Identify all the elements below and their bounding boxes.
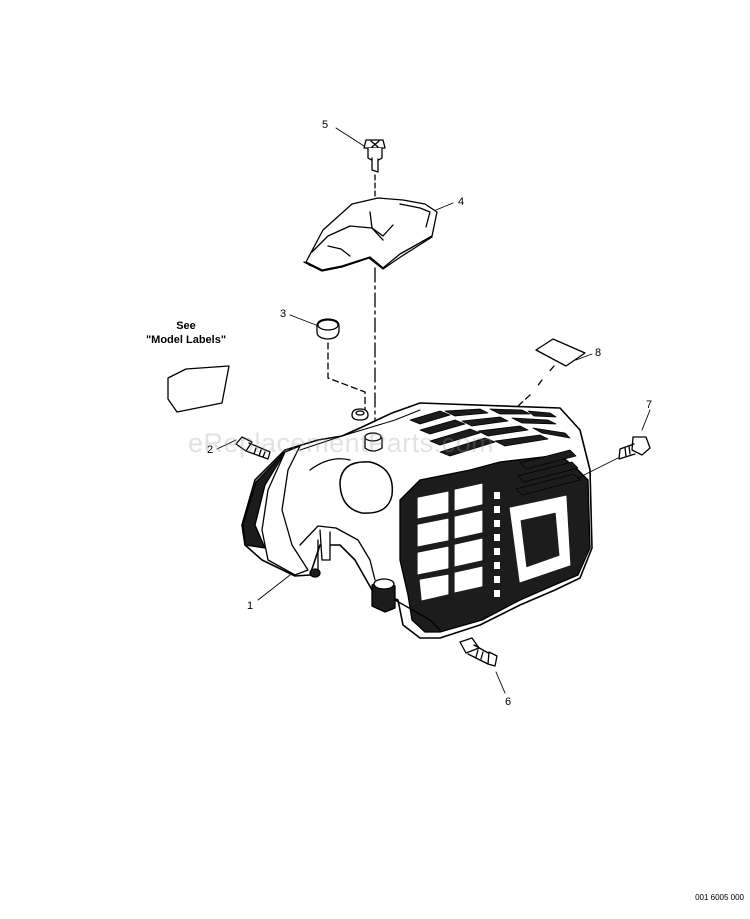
leader-7-upper xyxy=(641,409,651,431)
leader-6 xyxy=(495,671,506,694)
label-sheet-part-8 xyxy=(535,338,586,367)
top-cover-part-4 xyxy=(303,197,438,272)
callout-1: 1 xyxy=(247,600,254,612)
model-labels-note: See "Model Labels" xyxy=(116,319,256,347)
callout-4: 4 xyxy=(458,196,465,208)
callout-6: 6 xyxy=(505,696,512,708)
callout-8: 8 xyxy=(595,347,602,359)
leader-8 xyxy=(575,353,593,361)
model-label-card xyxy=(167,365,230,413)
plug-part-3 xyxy=(316,318,340,340)
leader-dashed-3 xyxy=(327,342,366,411)
note-line-1: See xyxy=(176,320,196,332)
bolt-part-2 xyxy=(235,436,271,460)
drawing-number: 001 6005 000 xyxy=(695,893,744,902)
note-line-2: "Model Labels" xyxy=(145,334,227,346)
callout-2: 2 xyxy=(207,444,214,456)
leader-7-lower xyxy=(577,457,619,479)
bolt-part-7 xyxy=(618,436,651,460)
leader-dashed-8 xyxy=(517,365,555,407)
leader-5 xyxy=(335,127,365,147)
watermark: eReplacementParts.com xyxy=(188,428,495,458)
callout-7: 7 xyxy=(646,399,653,411)
bolt-part-6 xyxy=(459,637,498,667)
leader-4 xyxy=(435,202,454,211)
leader-2 xyxy=(216,439,237,450)
callout-3: 3 xyxy=(280,308,287,320)
engine-shroud-part-1 xyxy=(241,402,593,639)
screw-part-5 xyxy=(363,139,386,173)
leader-1 xyxy=(257,574,291,601)
callout-5: 5 xyxy=(322,119,329,131)
leader-3 xyxy=(289,314,317,326)
